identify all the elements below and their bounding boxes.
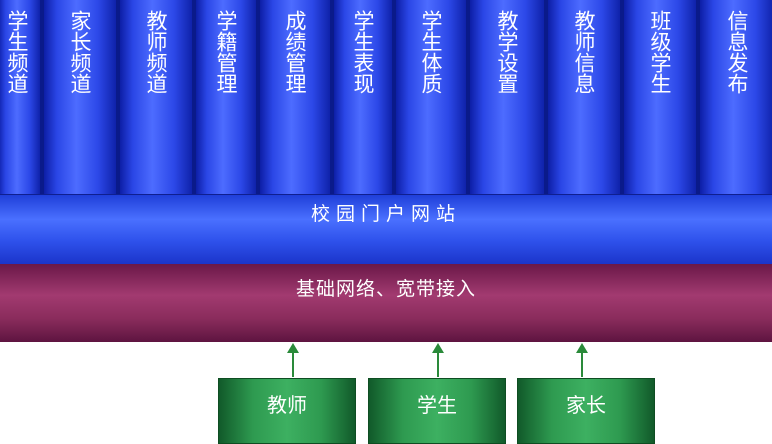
arrow-up-icon	[287, 343, 299, 377]
infrastructure-label: 基础网络、宽带接入	[295, 278, 476, 300]
user-box-student: 学生	[368, 378, 506, 444]
column-student-performance: 学生表现	[332, 0, 394, 194]
column-label: 信息发布	[725, 10, 749, 94]
portal-label: 校园门户网站	[310, 203, 461, 225]
column-label: 成绩管理	[283, 10, 307, 94]
column-class-students: 班级学生	[622, 0, 698, 194]
column-label: 班级学生	[648, 10, 672, 94]
column-label: 学籍管理	[214, 10, 238, 94]
column-teacher-info: 教师信息	[546, 0, 622, 194]
user-label: 教师	[267, 393, 307, 417]
user-box-teacher: 教师	[218, 378, 356, 444]
column-label: 家长频道	[68, 10, 92, 94]
arrow-up-icon	[576, 343, 588, 377]
column-label: 学生表现	[351, 10, 375, 94]
column-enrollment-management: 学籍管理	[194, 0, 258, 194]
column-student-channel: 学生频道	[0, 0, 42, 194]
user-label: 学生	[417, 393, 457, 417]
column-grade-management: 成绩管理	[258, 0, 332, 194]
column-student-fitness: 学生体质	[394, 0, 468, 194]
module-columns: 学生频道 家长频道 教师频道 学籍管理 成绩管理 学生表现 学生体质 教学设置 …	[0, 0, 772, 194]
column-label: 学生体质	[419, 10, 443, 94]
column-parent-channel: 家长频道	[42, 0, 118, 194]
campus-portal-bar: 校园门户网站	[0, 194, 772, 265]
column-label: 教学设置	[495, 10, 519, 94]
column-label: 学生频道	[5, 10, 29, 94]
user-box-parent: 家长	[517, 378, 655, 444]
column-teacher-channel: 教师频道	[118, 0, 194, 194]
column-label: 教师频道	[144, 10, 168, 94]
column-label: 教师信息	[572, 10, 596, 94]
column-teaching-settings: 教学设置	[468, 0, 546, 194]
column-info-publish: 信息发布	[698, 0, 772, 194]
arrow-up-icon	[432, 343, 444, 377]
network-infrastructure-bar: 基础网络、宽带接入	[0, 264, 772, 342]
user-label: 家长	[566, 393, 606, 417]
